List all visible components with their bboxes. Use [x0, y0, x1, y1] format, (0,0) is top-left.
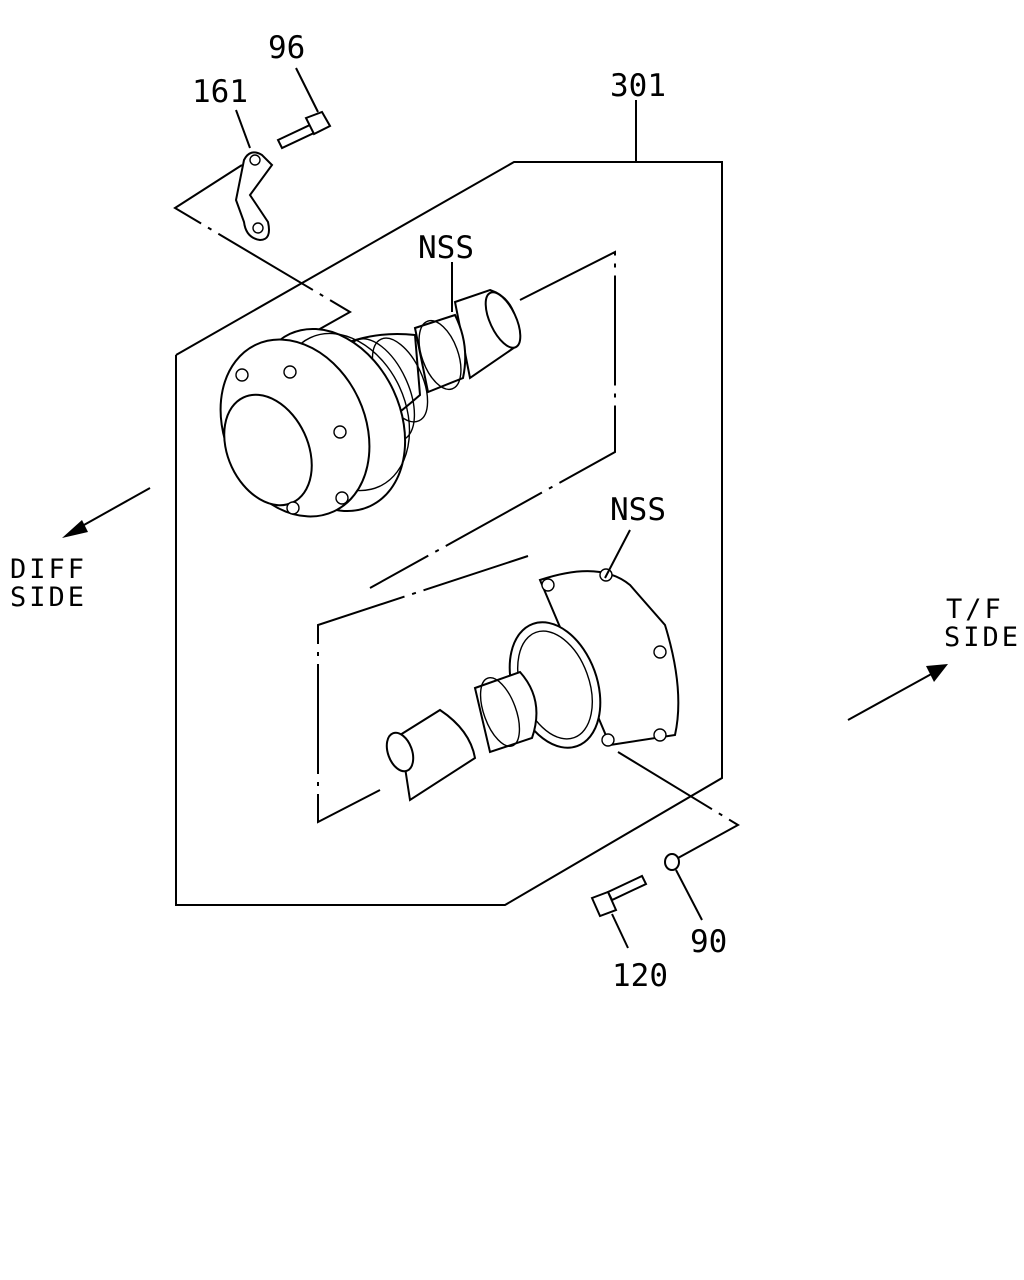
callout-nss-upper: NSS [418, 230, 474, 266]
callout-90: 90 [690, 924, 727, 960]
washer-90 [664, 853, 680, 871]
leader-lower-fasteners [617, 751, 740, 859]
leader-nss-lower [604, 529, 631, 579]
callout-161: 161 [192, 74, 248, 110]
arrow-diff-side [62, 487, 151, 538]
diff-side-label-line1: DIFF [10, 554, 87, 585]
diff-side-label-line2: SIDE [10, 582, 87, 613]
callout-nss-lower: NSS [610, 492, 666, 528]
tf-side-label-line1: T/F [946, 594, 1004, 625]
leader-120 [611, 913, 629, 949]
leader-90 [675, 869, 703, 921]
assembly-frame-301 [175, 161, 723, 906]
tf-side-label-line2: SIDE [944, 622, 1021, 653]
arrow-tf-side [847, 664, 948, 721]
outer-cv-joint [219, 288, 522, 518]
callout-96: 96 [268, 30, 305, 66]
lower-joint-frame [317, 555, 529, 824]
bolt-120 [590, 874, 648, 918]
leader-bracket-161 [173, 164, 352, 331]
inner-cv-joint [385, 568, 680, 802]
upper-joint-frame [369, 250, 616, 589]
bolt-96 [276, 110, 332, 150]
callout-120: 120 [612, 958, 668, 994]
bracket-161 [234, 151, 274, 242]
callout-301: 301 [610, 68, 666, 104]
leader-96 [295, 67, 319, 113]
leader-161 [235, 109, 251, 149]
